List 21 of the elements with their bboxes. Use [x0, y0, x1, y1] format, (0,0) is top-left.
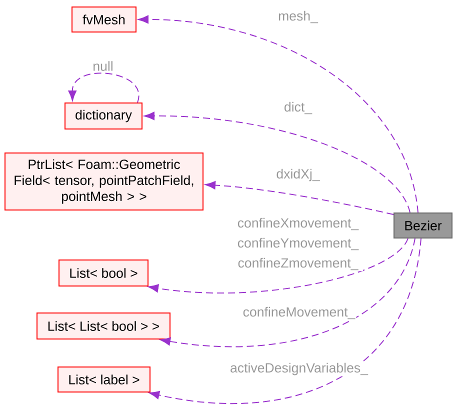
loop-arrow	[68, 72, 140, 103]
dashed-arrow	[144, 112, 410, 213]
highlighted-class-box: Bezier	[394, 212, 452, 238]
edge-label: dict_	[282, 100, 314, 116]
dashed-arrow	[205, 181, 394, 215]
edge-label: null	[92, 60, 114, 72]
dashed-arrow	[149, 238, 422, 404]
class-box: List< label >	[58, 366, 150, 392]
dashed-arrow	[148, 238, 408, 294]
class-box: List< List< bool > >	[36, 312, 170, 340]
edge-label: confineXmovement_ confineYmovement_ confineZmovement_	[233, 216, 363, 272]
edge-label: confineMovement_	[242, 306, 356, 320]
class-box: fvMesh	[72, 6, 136, 32]
edge-label: activeDesignVariables_	[229, 362, 369, 376]
class-box: List< bool >	[58, 260, 148, 286]
edge-label: dxidXj_	[275, 168, 321, 182]
dashed-arrow	[160, 238, 416, 348]
class-box: PtrList< Foam::Geometric Field< tensor, pointPatchField, pointMesh > >	[4, 152, 204, 210]
class-box: dictionary	[64, 102, 142, 130]
dashed-arrow	[138, 15, 418, 213]
edge-label: mesh_	[277, 10, 319, 24]
